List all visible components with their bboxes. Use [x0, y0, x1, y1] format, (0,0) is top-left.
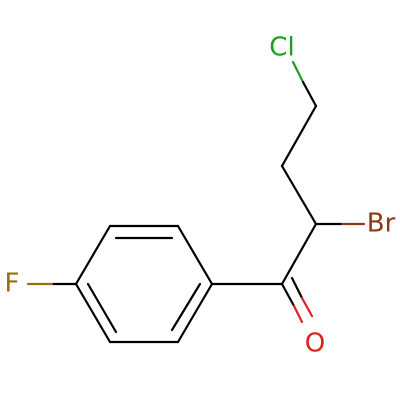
- ring-bond-6: [176, 282, 214, 344]
- bond-c1-o-a-black: [280, 282, 296, 308]
- bromine-label: Br: [367, 209, 396, 239]
- ring-bond-1: [176, 224, 214, 286]
- bond-cl-c4-black: [301, 80, 318, 108]
- ring-inner-2: [86, 282, 118, 334]
- bond-c4-c3: [280, 104, 318, 168]
- ring-inner-3: [170, 282, 202, 332]
- bond-c1-o-a-red: [292, 304, 304, 324]
- bond-c1-o-b-black: [290, 276, 304, 300]
- bond-cl-c4-green: [291, 60, 305, 84]
- ring-bond-3: [74, 224, 112, 286]
- bond-c1-o-b-red: [300, 296, 314, 318]
- fluorine-label: F: [5, 269, 20, 299]
- bonds: [26, 60, 366, 344]
- chlorine-label: Cl: [269, 33, 294, 63]
- atom-labels: Cl Br F O: [5, 33, 396, 359]
- ring-bond-4: [74, 282, 112, 344]
- bond-c3-c2: [280, 164, 318, 226]
- oxygen-label: O: [305, 329, 325, 359]
- bond-c2-c1: [280, 222, 318, 286]
